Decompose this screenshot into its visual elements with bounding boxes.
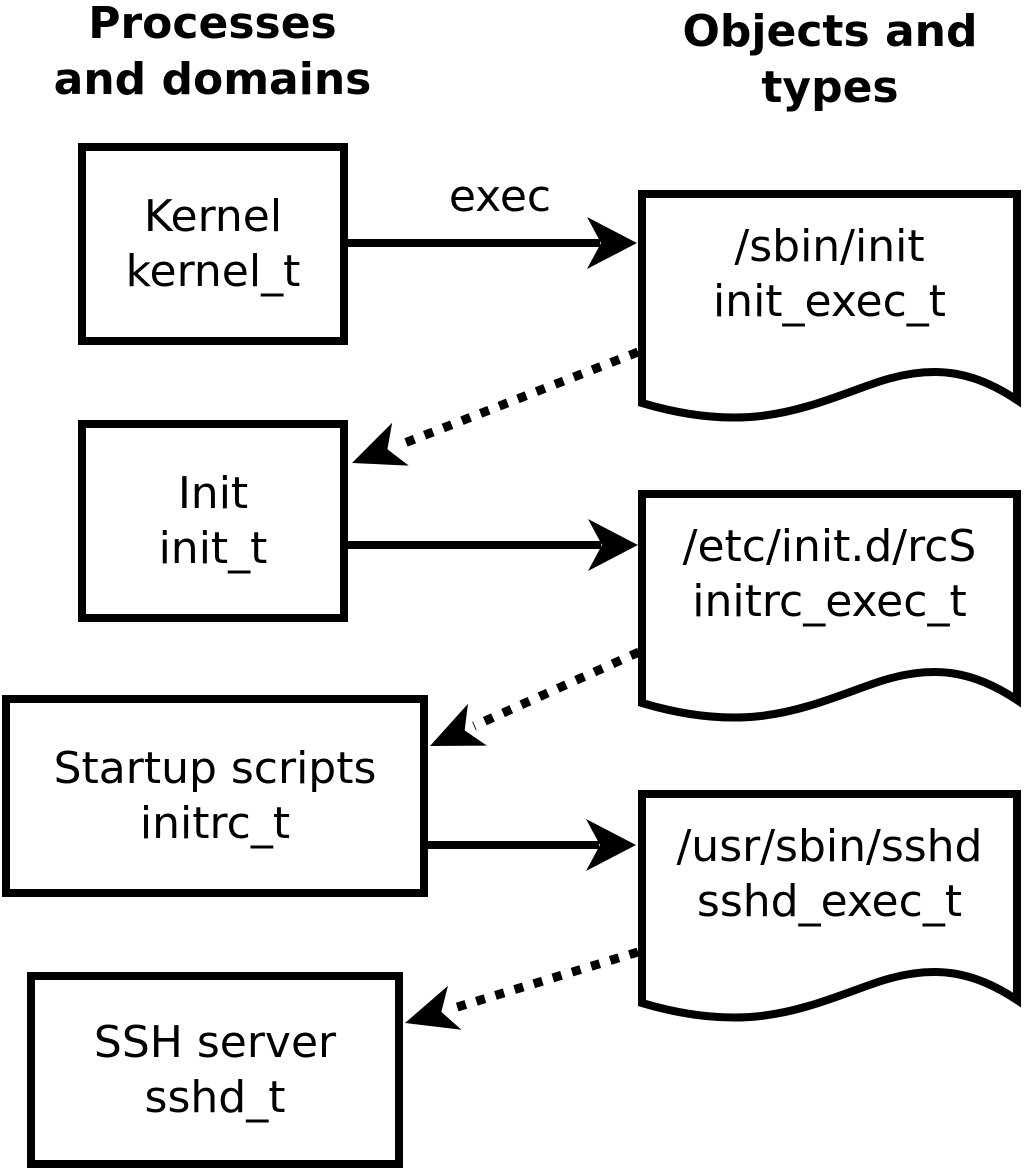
object-type: sshd_exec_t <box>696 876 963 927</box>
startup-scripts-box-label: Startup scripts initrc_t <box>2 695 428 897</box>
exec-arrow-init-to-rcs <box>348 519 638 571</box>
process-name: Init <box>177 468 249 519</box>
ssh-server-box-label: SSH server sshd_t <box>27 972 403 1168</box>
process-type: sshd_t <box>144 1072 286 1123</box>
init-box-label: Init init_t <box>78 420 348 622</box>
object-path: /etc/init.d/rcS <box>682 521 977 572</box>
usr-sbin-sshd-document-label: /usr/sbin/sshd sshd_exec_t <box>642 819 1017 929</box>
etc-initd-rcs-document <box>638 490 1021 722</box>
object-path: /usr/sbin/sshd <box>676 821 983 872</box>
kernel-box-label: Kernel kernel_t <box>78 143 348 345</box>
startup-scripts-box <box>2 695 428 897</box>
usr-sbin-sshd-document <box>638 790 1021 1022</box>
arrowhead-icon <box>587 217 637 269</box>
etc-initd-rcs-document-label: /etc/init.d/rcS initrc_exec_t <box>642 519 1017 629</box>
kernel-box <box>78 143 348 345</box>
process-name: Startup scripts <box>53 743 377 794</box>
process-type: kernel_t <box>125 246 301 297</box>
object-type: init_exec_t <box>712 276 947 327</box>
arrowhead-icon <box>430 703 487 746</box>
sbin-init-document <box>638 190 1021 422</box>
right-column-header: Objects and types <box>682 6 978 113</box>
left-column-header: Processes and domains <box>53 0 372 105</box>
object-path: /sbin/init <box>734 221 925 272</box>
ssh-server-box <box>27 972 403 1168</box>
exec-arrow-initrc-to-sshd <box>428 819 636 871</box>
arrowhead-icon <box>586 819 636 871</box>
sbin-init-document-label: /sbin/init init_exec_t <box>642 219 1017 329</box>
process-type: initrc_t <box>139 798 291 849</box>
init-box <box>78 420 348 622</box>
process-name: Kernel <box>143 191 283 242</box>
arrowhead-icon <box>588 519 638 571</box>
transition-arrow-to-initrc <box>430 647 641 746</box>
process-type: init_t <box>158 523 268 574</box>
transition-arrow-to-init <box>352 347 640 466</box>
object-type: initrc_exec_t <box>692 576 967 627</box>
process-name: SSH server <box>93 1017 337 1068</box>
exec-arrow-kernel-to-sbin-init <box>348 217 637 269</box>
exec-edge-label: exec <box>448 171 552 222</box>
arrowhead-icon <box>352 422 409 466</box>
arrowhead-icon <box>405 985 462 1030</box>
transition-arrow-to-sshd <box>405 947 640 1030</box>
